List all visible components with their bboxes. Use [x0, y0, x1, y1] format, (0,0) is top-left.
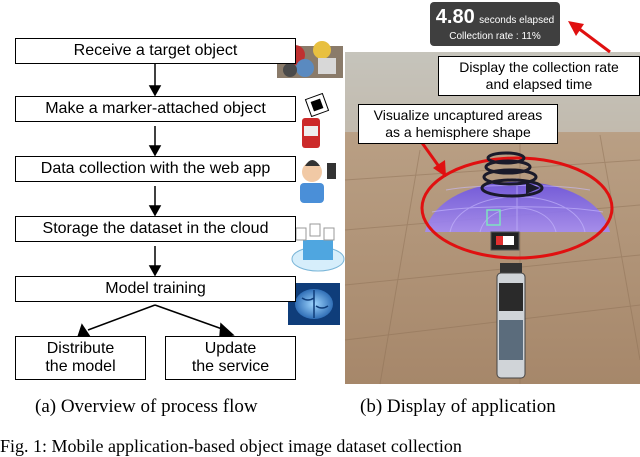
step-label: Make a marker-attached object: [45, 100, 266, 117]
step-distribute-model: Distribute the model: [15, 336, 146, 380]
marker-icon: [486, 209, 501, 226]
timer-value: 4.80: [435, 6, 475, 28]
step-data-collection: Data collection with the web app: [15, 156, 296, 182]
flow-arrows: [76, 63, 235, 338]
step-label: Distribute the model: [45, 340, 116, 375]
step-model-training: Model training: [15, 276, 296, 302]
step-make-marker-object: Make a marker-attached object: [15, 96, 296, 122]
step-storage-cloud: Storage the dataset in the cloud: [15, 216, 296, 242]
hemisphere-overlay: [420, 151, 614, 260]
step-label: Model training: [105, 280, 206, 297]
caption-a: (a) Overview of process flow: [35, 396, 258, 417]
figure-caption: Fig. 1: Mobile application-based object …: [0, 436, 462, 456]
step-label: Receive a target object: [73, 42, 238, 59]
collection-rate-text: Collection rate : 11%: [449, 31, 541, 42]
spiral-arrows-icon: [480, 151, 544, 198]
pointer-arrows: [418, 26, 611, 169]
cloud-storage-icon: [291, 223, 345, 272]
target-object-bottle: [490, 231, 526, 379]
marker-object-icon: [302, 92, 330, 148]
callout-collection-rate: Display the collection rate and elapsed …: [438, 56, 640, 96]
timer-unit: seconds elapsed: [479, 15, 555, 26]
elapsed-timer-badge: 4.80 seconds elapsed Collection rate : 1…: [430, 2, 560, 46]
highlight-ellipse: [420, 156, 614, 260]
callout-hemisphere: Visualize uncaptured areas as a hemisphe…: [358, 104, 558, 144]
step-label: Data collection with the web app: [40, 160, 271, 177]
step-label: Storage the dataset in the cloud: [42, 220, 269, 237]
brain-icon: [288, 283, 340, 325]
caption-b: (b) Display of application: [360, 396, 556, 417]
step-label: Update the service: [191, 340, 270, 375]
step-update-service: Update the service: [165, 336, 296, 380]
person-phone-icon: [300, 160, 336, 203]
step-receive-object: Receive a target object: [15, 38, 296, 64]
